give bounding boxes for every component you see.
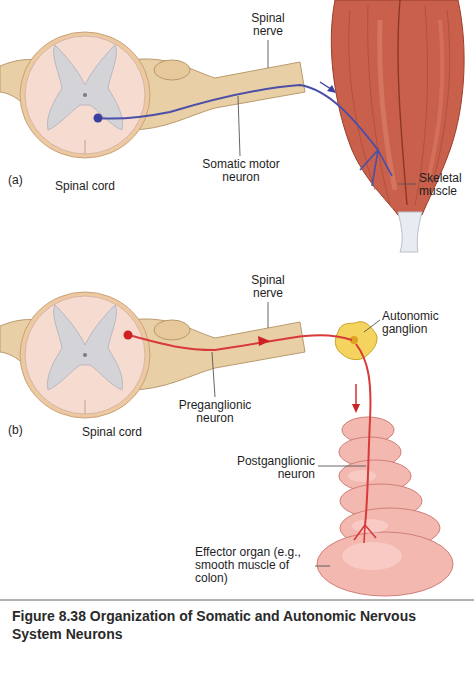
central-canal bbox=[83, 353, 87, 357]
structure-label: Spinal nerve bbox=[243, 12, 293, 38]
neuron-label: Preganglionic neuron bbox=[170, 399, 260, 425]
dorsal-root-ganglion bbox=[154, 320, 190, 340]
structure-label: Effector organ (e.g., smooth muscle of c… bbox=[195, 546, 314, 585]
cell-body bbox=[124, 331, 133, 340]
colon-highlight bbox=[342, 542, 402, 570]
structure-label: Skeletal muscle bbox=[419, 172, 474, 198]
spinal-nerve-shape bbox=[130, 319, 305, 390]
motor-axon bbox=[98, 85, 378, 150]
structure-label: Autonomic ganglion bbox=[382, 310, 462, 336]
muscle-highlight bbox=[428, 20, 442, 180]
grey-matter bbox=[47, 45, 122, 130]
panel-letter: (a) bbox=[8, 174, 34, 187]
direction-arrowhead bbox=[258, 336, 270, 346]
neuron-label: Somatic motor neuron bbox=[196, 158, 286, 184]
direction-arrowhead bbox=[352, 404, 360, 413]
direction-arrowhead bbox=[327, 85, 336, 93]
colon-illustration bbox=[317, 417, 453, 596]
figure-caption: Figure 8.38 Organization of Somatic and … bbox=[12, 607, 467, 643]
structure-label: Spinal cord bbox=[82, 426, 172, 439]
leader-line bbox=[268, 40, 269, 68]
postganglionic-axon bbox=[356, 344, 370, 525]
cell-body bbox=[94, 114, 103, 123]
dorsal-root-ganglion bbox=[154, 60, 190, 80]
median-fissure bbox=[84, 400, 85, 414]
leader-line bbox=[315, 566, 330, 567]
leader-line bbox=[318, 466, 366, 467]
tendon bbox=[398, 212, 422, 252]
white-matter bbox=[25, 36, 145, 154]
colon-highlight bbox=[348, 470, 376, 482]
spinal-cord-b bbox=[0, 292, 305, 418]
somatic-motor-neuron bbox=[94, 82, 393, 186]
leader-line bbox=[212, 352, 215, 397]
meninges bbox=[20, 32, 150, 158]
white-matter bbox=[25, 296, 145, 414]
muscle-groove bbox=[398, 0, 407, 205]
meninges bbox=[20, 292, 150, 418]
axon-terminals bbox=[360, 150, 392, 186]
axon-terminals bbox=[354, 525, 376, 543]
structure-label: Spinal cord bbox=[55, 180, 145, 193]
autonomic-neurons bbox=[124, 331, 377, 544]
muscle-striation bbox=[368, 5, 390, 205]
central-canal bbox=[83, 93, 87, 97]
structure-label: Spinal nerve bbox=[243, 274, 293, 300]
grey-matter bbox=[47, 305, 122, 390]
leader-line bbox=[238, 96, 240, 156]
leader-line bbox=[398, 184, 416, 185]
leader-line bbox=[364, 320, 380, 332]
preganglionic-axon bbox=[128, 335, 352, 350]
spinal-cord-a bbox=[0, 32, 305, 158]
spinal-nerve-shape bbox=[130, 59, 305, 130]
neuron-label: Postganglionic neuron bbox=[215, 455, 315, 481]
leader-lines bbox=[212, 40, 416, 566]
muscle-highlight bbox=[380, 20, 395, 190]
median-fissure bbox=[84, 140, 85, 154]
leader-line bbox=[268, 302, 269, 328]
direction-arrow bbox=[355, 384, 356, 406]
muscle-striation bbox=[432, 10, 450, 185]
skeletal-muscle-illustration bbox=[331, 0, 464, 252]
colon-haustrum bbox=[317, 532, 453, 596]
caption-rule bbox=[0, 600, 474, 601]
panel-letter: (b) bbox=[8, 424, 34, 437]
